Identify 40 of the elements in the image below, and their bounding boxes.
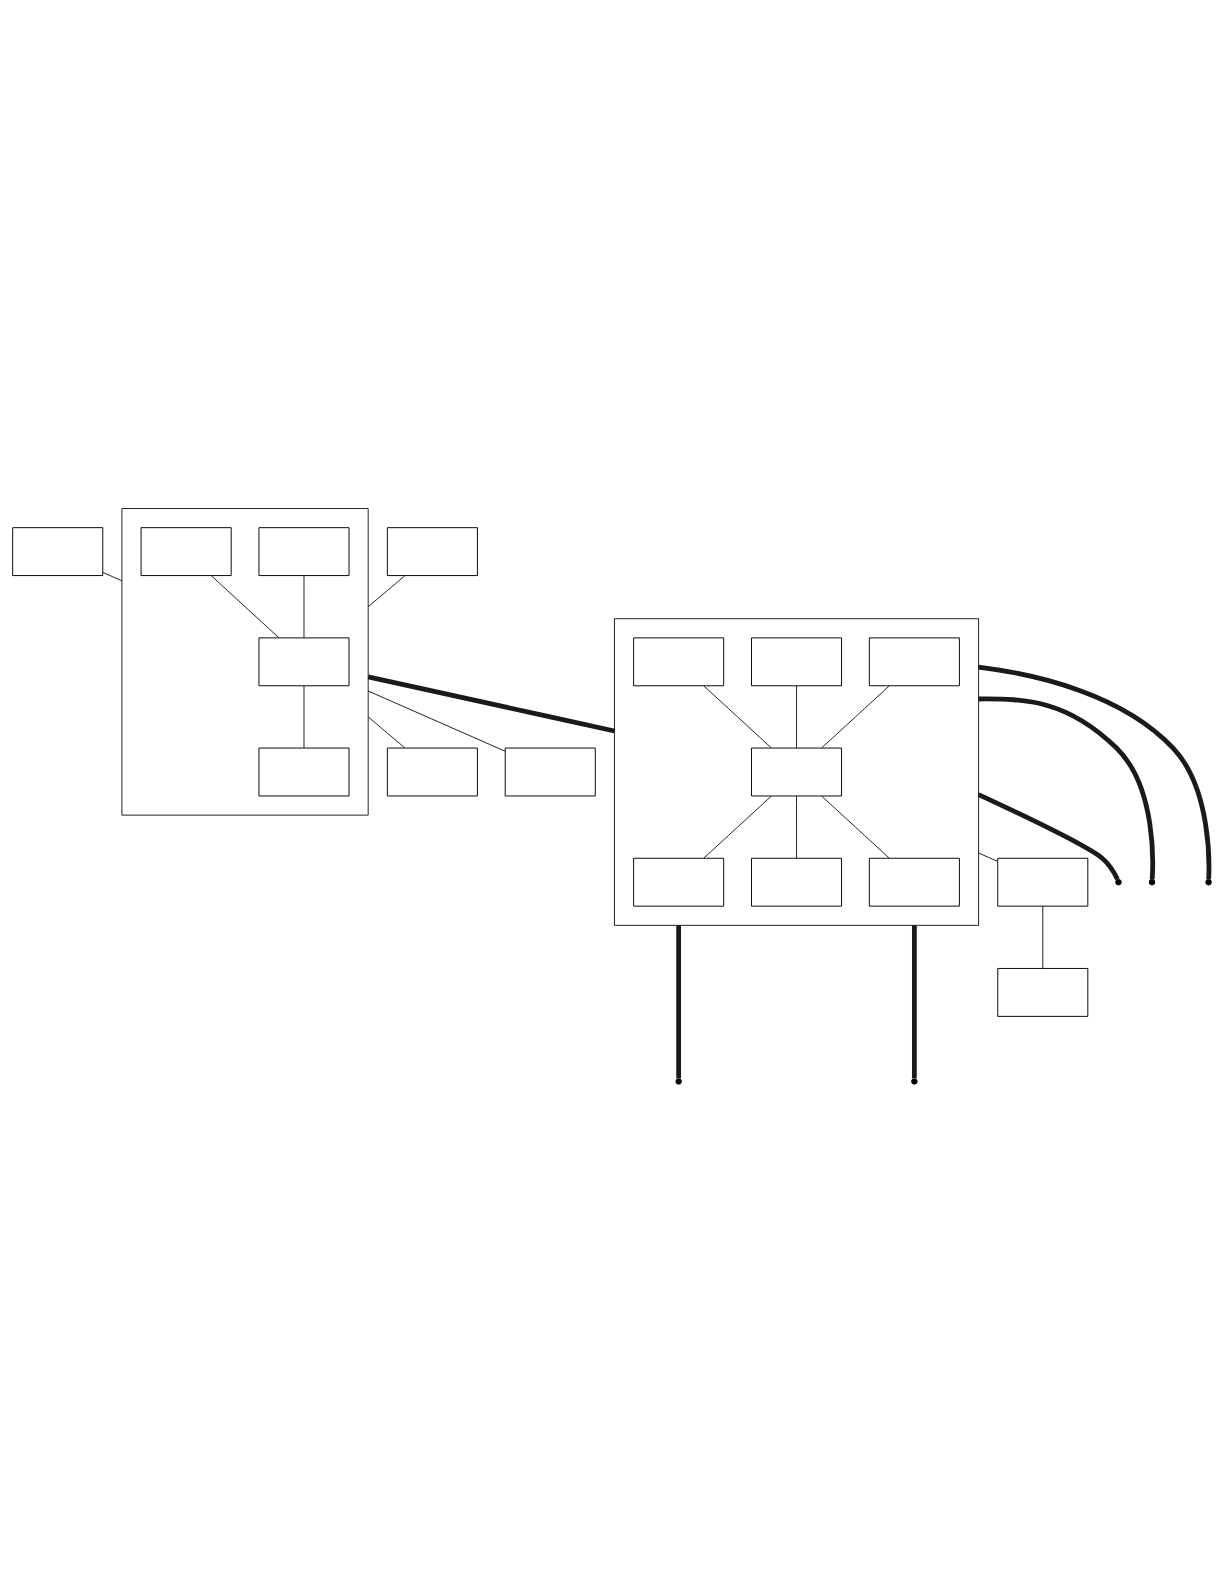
cluster <box>613 617 980 926</box>
node-box <box>258 526 350 576</box>
connector <box>367 574 406 607</box>
connector <box>676 924 682 1078</box>
connector <box>303 574 305 638</box>
node-box <box>386 747 478 796</box>
node-box <box>751 636 843 686</box>
node-box <box>633 857 725 907</box>
connector <box>210 574 280 638</box>
connector <box>912 924 917 1078</box>
node-box <box>868 857 960 907</box>
connector <box>303 685 305 748</box>
cluster <box>121 507 369 816</box>
connector <box>978 664 1212 879</box>
connector <box>1042 905 1044 969</box>
connector <box>703 795 772 859</box>
node-box <box>258 747 350 796</box>
node-box <box>12 526 104 576</box>
node-box <box>140 526 232 576</box>
connector <box>367 715 406 748</box>
connector <box>821 685 890 748</box>
node-box <box>258 636 350 686</box>
node-box <box>751 857 843 907</box>
node-box <box>386 526 478 576</box>
connector <box>703 685 772 748</box>
connector <box>796 685 797 748</box>
connector <box>796 795 797 859</box>
connector <box>367 690 506 752</box>
node-box <box>751 747 843 796</box>
node-box <box>868 636 960 686</box>
connector <box>102 571 123 581</box>
connector <box>821 795 890 859</box>
connector <box>367 674 615 733</box>
node-box <box>504 747 596 796</box>
connector <box>978 852 998 862</box>
node-box <box>633 636 725 686</box>
connector <box>977 792 1120 880</box>
node-box <box>997 857 1089 907</box>
node-box <box>997 967 1089 1017</box>
connector <box>978 696 1156 879</box>
